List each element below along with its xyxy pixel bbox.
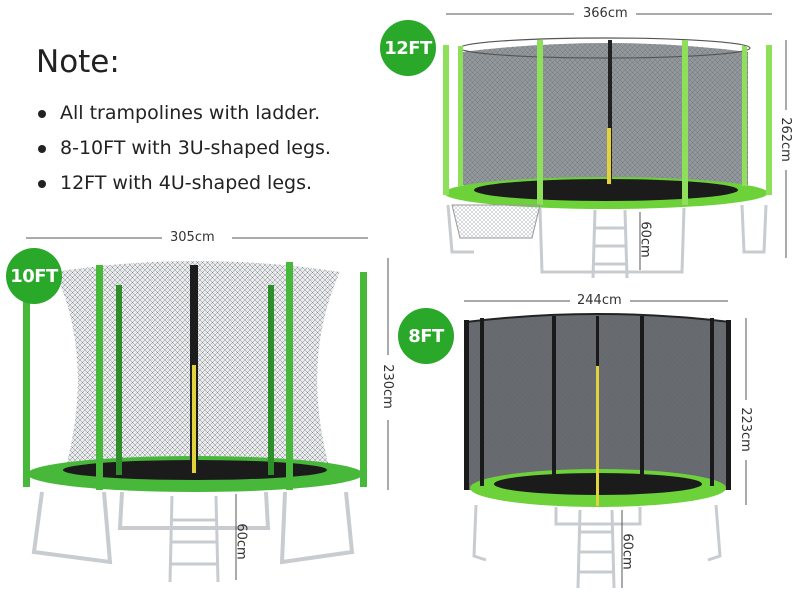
ladder bbox=[168, 495, 220, 583]
leg bbox=[554, 507, 642, 526]
pole bbox=[464, 320, 469, 490]
height-label-10ft: 230cm bbox=[379, 361, 395, 412]
leg bbox=[538, 207, 686, 274]
width-label-10ft: 305cm bbox=[167, 230, 218, 245]
note-title: Note: bbox=[36, 44, 120, 80]
leg bbox=[31, 491, 113, 565]
pole bbox=[480, 318, 484, 486]
pole bbox=[360, 272, 367, 487]
ladder bbox=[576, 509, 616, 589]
pole bbox=[96, 265, 103, 490]
note-list: All trampolines with ladder. 8-10FT with… bbox=[38, 96, 331, 201]
pole bbox=[710, 318, 714, 486]
pole bbox=[552, 316, 556, 476]
pole bbox=[726, 320, 731, 490]
pole bbox=[537, 40, 543, 205]
jump-mat bbox=[474, 179, 738, 201]
trampoline-8ft bbox=[464, 300, 747, 589]
leg bbox=[707, 504, 722, 562]
pole bbox=[458, 46, 463, 186]
pole bbox=[116, 285, 122, 475]
pole bbox=[640, 316, 644, 476]
size-badge-12ft: 12FT bbox=[380, 20, 436, 76]
height-label-8ft: 223cm bbox=[737, 404, 753, 455]
zipper-pull bbox=[192, 365, 196, 473]
note-item: 12FT with 4U-shaped legs. bbox=[38, 166, 331, 201]
trampoline-10ft bbox=[23, 237, 389, 583]
pole bbox=[23, 272, 30, 487]
ladder-label-12ft: 60cm bbox=[637, 221, 653, 258]
ladder-label-8ft: 60cm bbox=[619, 533, 635, 570]
shoe-bag bbox=[451, 204, 541, 239]
trampoline-12ft bbox=[443, 13, 787, 279]
leg bbox=[740, 204, 768, 254]
net-mesh bbox=[462, 43, 748, 193]
leg bbox=[117, 491, 271, 530]
pole bbox=[286, 262, 293, 490]
pole bbox=[268, 285, 274, 475]
zipper-pull bbox=[596, 366, 599, 506]
ladder-label-10ft: 60cm bbox=[233, 523, 249, 560]
note-item: 8-10FT with 3U-shaped legs. bbox=[38, 131, 331, 166]
size-badge-8ft: 8FT bbox=[398, 308, 454, 364]
width-label-12ft: 366cm bbox=[580, 6, 631, 21]
size-badge-10ft: 10FT bbox=[6, 248, 62, 304]
leg bbox=[279, 491, 355, 565]
pole bbox=[443, 45, 449, 195]
zipper-pull bbox=[607, 128, 611, 184]
net-top-ring bbox=[465, 313, 731, 323]
height-label-12ft: 262cm bbox=[777, 114, 793, 165]
pole bbox=[742, 46, 747, 186]
note-item: All trampolines with ladder. bbox=[38, 96, 331, 131]
leg bbox=[472, 504, 487, 562]
pole bbox=[682, 40, 688, 205]
leg bbox=[446, 204, 474, 254]
pole bbox=[766, 45, 772, 195]
ladder bbox=[591, 209, 629, 279]
width-label-8ft: 244cm bbox=[574, 293, 625, 308]
net-door-zipper bbox=[608, 40, 612, 185]
